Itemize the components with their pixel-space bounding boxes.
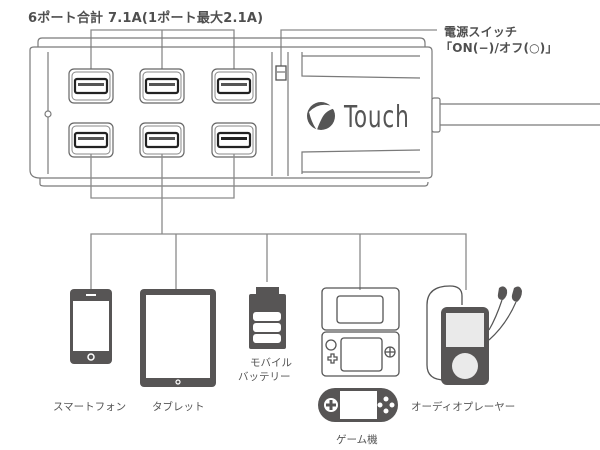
usb-port [68, 68, 114, 104]
device-label-tablet: タブレット [152, 401, 205, 413]
top-port-connectors [90, 29, 437, 70]
device-label-battery-line1: モバイル [250, 357, 292, 369]
device-label-game: ゲーム機 [336, 434, 378, 446]
handheld-console-icon [321, 287, 400, 377]
usb-port [139, 68, 185, 104]
device-label-audio: オーディオプレーヤー [411, 401, 516, 413]
usb-port [68, 122, 114, 158]
device-connectors [90, 154, 467, 290]
power-cable [431, 97, 600, 133]
tablet-icon [140, 289, 216, 387]
usb-port [211, 68, 257, 104]
usb-ports [68, 68, 257, 158]
switch-connector [280, 29, 292, 66]
device-label-battery-line2: バッテリー [238, 371, 291, 383]
brand-logo-icon [307, 102, 336, 130]
usb-port [139, 122, 185, 158]
battery-icon [249, 287, 286, 349]
power-strip [29, 37, 433, 187]
strip-outline [29, 46, 433, 179]
audio-player-icon [426, 285, 522, 385]
smartphone-icon [70, 289, 112, 364]
switch-label-line2: 「ON(−)/オフ(○)」 [440, 41, 558, 55]
device-label-smartphone: スマートフォン [53, 401, 127, 413]
power-switch[interactable] [275, 65, 287, 81]
ports-spec-label: 6ポート合計 7.1A(1ポート最大2.1A) [28, 11, 264, 26]
brand-name: Touch [344, 100, 410, 135]
switch-label-line1: 電源スイッチ [444, 25, 518, 39]
usb-port [211, 122, 257, 158]
indicator-led [44, 110, 52, 118]
game-console-icon [318, 388, 398, 422]
